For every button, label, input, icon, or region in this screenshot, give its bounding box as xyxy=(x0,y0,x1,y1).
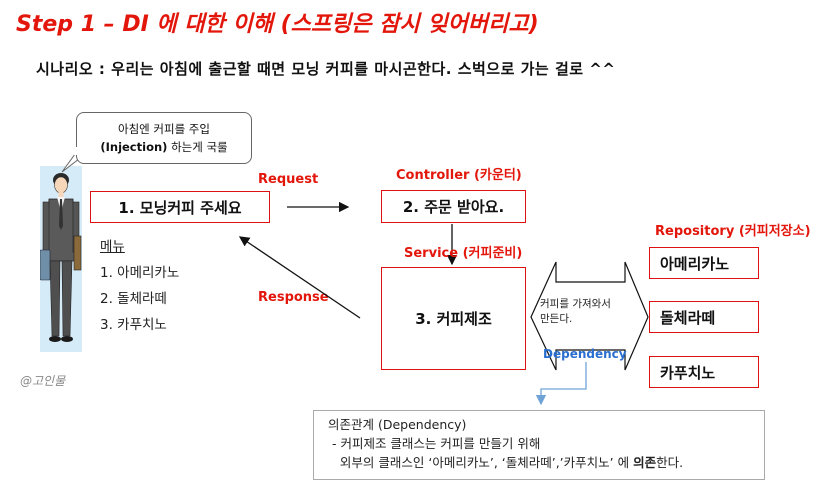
person-illustration xyxy=(40,166,82,352)
author-signature: @고인물 xyxy=(20,374,66,388)
menu-title: 메뉴 xyxy=(100,239,125,255)
note-depend-keyword: 의존 xyxy=(633,455,657,470)
menu-item: 3. 카푸치노 xyxy=(100,317,167,333)
note-line2: 외부의 클래스인 ‘아메리카노’, ‘돌체라떼’,’카푸치노’ 에 의존한다. xyxy=(328,453,764,472)
response-label: Response xyxy=(258,290,329,305)
service-box: 3. 커피제조 xyxy=(381,267,526,370)
service-label-en: Service xyxy=(404,246,459,261)
controller-box: 2. 주문 받아요. xyxy=(381,190,526,223)
repository-label-en: Repository xyxy=(655,224,735,239)
menu-item: 2. 돌체라떼 xyxy=(100,291,167,307)
page-title: Step 1 – DI 에 대한 이해 (스프링은 잠시 잊어버리고) xyxy=(16,12,539,37)
scenario-text: 시나리오 : 우리는 아침에 출근할 때면 모닝 커피를 마시곤한다. 스벅으로… xyxy=(36,60,616,78)
bubble-tail-cover xyxy=(62,147,86,155)
fetch-text-line1: 커피를 가져와서 xyxy=(540,298,611,310)
controller-label: Controller (카운터) xyxy=(396,164,522,183)
coffee-menu: 메뉴 1. 아메리카노 2. 돌체라떼 3. 카푸치노 xyxy=(100,234,179,338)
dependency-note: 의존관계 (Dependency) - 커피제조 클래스는 커피를 만들기 위해… xyxy=(313,410,765,480)
speech-bubble-line2: (Injection) 하는게 국룰 xyxy=(77,138,251,156)
injection-keyword: (Injection) xyxy=(100,140,168,154)
customer-order-box: 1. 모닝커피 주세요 xyxy=(90,191,270,223)
repository-item-americano: 아메리카노 xyxy=(649,247,759,279)
service-label: Service (커피준비) xyxy=(404,242,522,261)
menu-item: 1. 아메리카노 xyxy=(100,265,180,281)
controller-label-en: Controller xyxy=(396,168,470,183)
note-line2-suffix: 한다. xyxy=(656,455,684,470)
fetch-text: 커피를 가져와서 만든다. xyxy=(540,297,611,327)
controller-label-ko: (카운터) xyxy=(473,168,522,183)
fetch-text-line2: 만든다. xyxy=(540,313,573,325)
repository-item-dolce-latte: 돌체라떼 xyxy=(649,301,759,333)
speech-bubble: 아침엔 커피를 주입 (Injection) 하는게 국룰 xyxy=(76,112,252,164)
dependency-double-arrow xyxy=(530,261,649,371)
note-title: 의존관계 (Dependency) xyxy=(328,417,467,432)
note-line1: - 커피제조 클래스는 커피를 만들기 위해 xyxy=(328,436,541,451)
service-label-ko: (커피준비) xyxy=(462,246,523,261)
response-arrow xyxy=(238,236,361,319)
speech-bubble-line2-rest: 하는게 국룰 xyxy=(167,140,228,154)
note-line2-prefix: 외부의 클래스인 ‘아메리카노’, ‘돌체라떼’,’카푸치노’ 에 xyxy=(328,455,634,470)
request-label: Request xyxy=(258,172,319,187)
repository-item-cappuccino: 카푸치노 xyxy=(649,356,759,388)
speech-bubble-line1: 아침엔 커피를 주입 xyxy=(118,122,210,136)
dependency-pointer-arrow xyxy=(535,362,587,406)
dependency-label: Dependency xyxy=(543,347,627,361)
repository-label-ko: (커피저장소) xyxy=(738,224,811,239)
repository-label: Repository (커피저장소) xyxy=(655,220,811,239)
